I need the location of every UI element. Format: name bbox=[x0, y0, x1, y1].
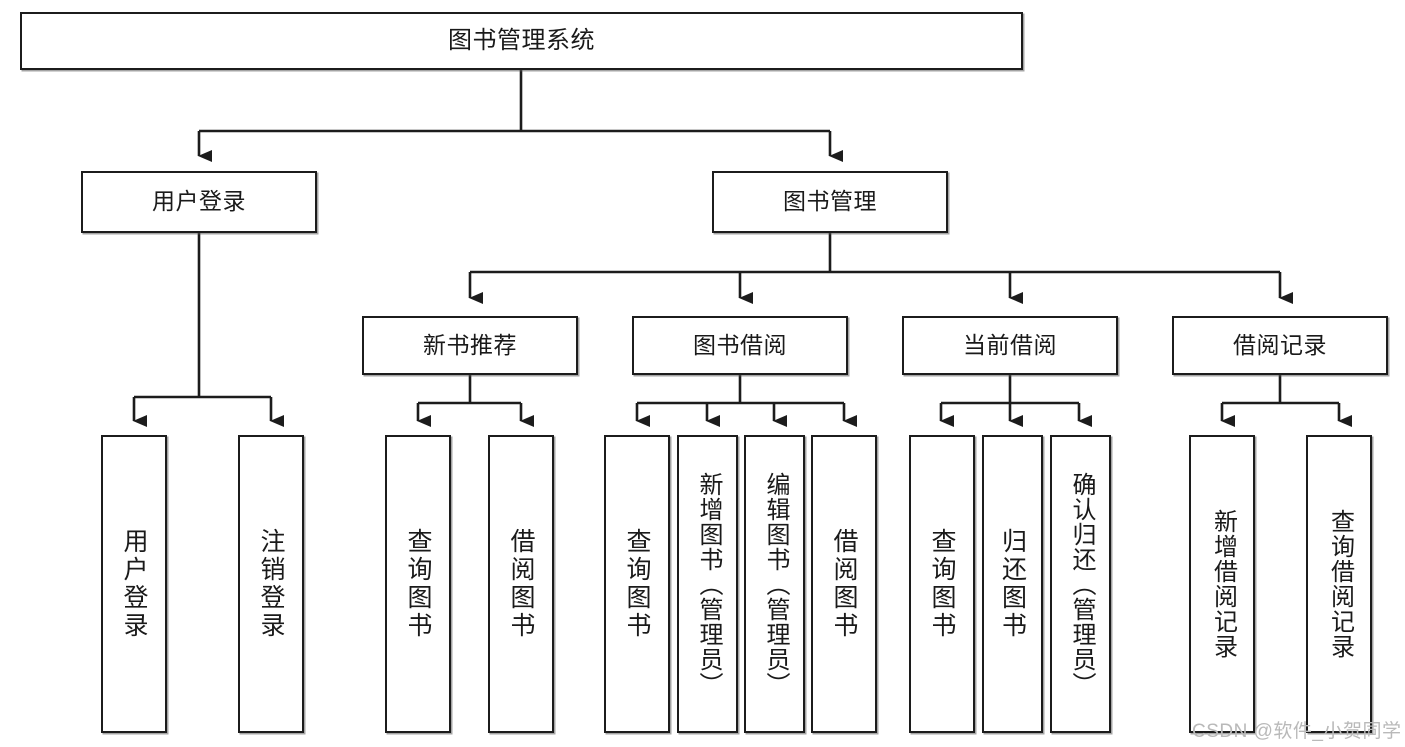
node-borrow-record-label: 借阅记录 bbox=[1233, 331, 1327, 358]
leaf-query-book-2-label: 查询图书 bbox=[623, 528, 651, 640]
csdn-watermark: CSDN @软件_小贺同学 bbox=[1192, 721, 1402, 742]
node-user-login[interactable]: 用户登录 bbox=[81, 171, 317, 233]
leaf-add-record-label: 新增借阅记录 bbox=[1209, 509, 1237, 659]
leaf-confirm-return[interactable]: 确认归还（管理员） bbox=[1050, 435, 1111, 733]
leaf-edit-book[interactable]: 编辑图书（管理员） bbox=[744, 435, 805, 733]
node-user-login-label: 用户登录 bbox=[152, 188, 246, 215]
leaf-add-record[interactable]: 新增借阅记录 bbox=[1189, 435, 1255, 733]
leaf-add-book[interactable]: 新增图书（管理员） bbox=[677, 435, 738, 733]
leaf-query-book-2[interactable]: 查询图书 bbox=[604, 435, 670, 733]
leaf-borrow-book-2[interactable]: 借阅图书 bbox=[811, 435, 877, 733]
leaf-query-record[interactable]: 查询借阅记录 bbox=[1306, 435, 1372, 733]
leaf-query-book-1-label: 查询图书 bbox=[404, 528, 432, 640]
leaf-return-book-label: 归还图书 bbox=[998, 528, 1027, 640]
node-borrow-record[interactable]: 借阅记录 bbox=[1172, 316, 1388, 375]
leaf-confirm-return-label: 确认归还（管理员） bbox=[1067, 471, 1095, 697]
node-root[interactable]: 图书管理系统 bbox=[20, 12, 1023, 70]
leaf-add-book-label: 新增图书（管理员） bbox=[694, 471, 722, 697]
node-new-book-recommend[interactable]: 新书推荐 bbox=[362, 316, 578, 375]
leaf-user-login[interactable]: 用户登录 bbox=[101, 435, 167, 733]
node-book-management-label: 图书管理 bbox=[783, 188, 877, 215]
leaf-borrow-book-1-label: 借阅图书 bbox=[507, 528, 535, 640]
leaf-user-login-label: 用户登录 bbox=[120, 528, 148, 640]
node-current-borrow-label: 当前借阅 bbox=[963, 331, 1057, 358]
leaf-borrow-book-1[interactable]: 借阅图书 bbox=[488, 435, 554, 733]
node-current-borrow[interactable]: 当前借阅 bbox=[902, 316, 1118, 375]
node-book-borrow[interactable]: 图书借阅 bbox=[632, 316, 848, 375]
leaf-return-book[interactable]: 归还图书 bbox=[982, 435, 1043, 733]
node-book-borrow-label: 图书借阅 bbox=[693, 331, 787, 358]
leaf-query-book-3[interactable]: 查询图书 bbox=[909, 435, 975, 733]
leaf-edit-book-label: 编辑图书（管理员） bbox=[761, 471, 789, 697]
node-book-management[interactable]: 图书管理 bbox=[712, 171, 948, 233]
node-new-book-recommend-label: 新书推荐 bbox=[423, 331, 517, 358]
leaf-borrow-book-2-label: 借阅图书 bbox=[830, 528, 858, 640]
leaf-logout-login[interactable]: 注销登录 bbox=[238, 435, 304, 733]
leaf-query-record-label: 查询借阅记录 bbox=[1326, 509, 1354, 659]
leaf-query-book-1[interactable]: 查询图书 bbox=[385, 435, 451, 733]
leaf-logout-login-label: 注销登录 bbox=[257, 528, 285, 640]
leaf-query-book-3-label: 查询图书 bbox=[928, 528, 956, 640]
node-root-label: 图书管理系统 bbox=[448, 26, 595, 54]
